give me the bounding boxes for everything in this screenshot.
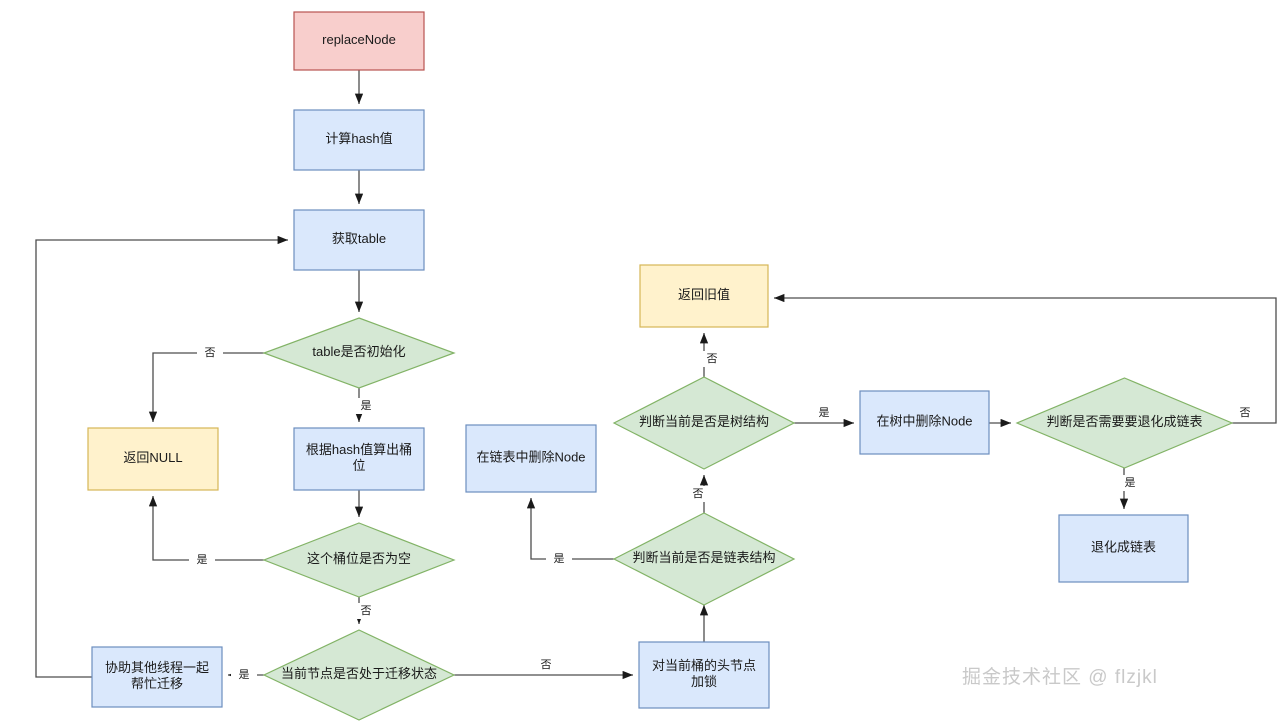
process-shape — [293, 209, 425, 271]
decision-shape — [612, 512, 796, 606]
edge-label-d_istree-retold: 否 — [707, 353, 718, 365]
node-d_moving[interactable]: 当前节点是否处于迁移状态 — [262, 629, 456, 721]
edge-label-d_init-bucket: 是 — [361, 399, 372, 412]
decision-shape — [262, 522, 456, 598]
node-bucket[interactable]: 根据hash值算出桶位 — [293, 427, 425, 491]
node-label: table是否初始化 — [312, 344, 405, 359]
process-shape — [293, 109, 425, 171]
node-label: 在树中删除Node — [876, 414, 972, 429]
node-label: 协助其他线程一起帮忙迁移 — [105, 660, 209, 691]
edge-label-halo — [353, 398, 379, 414]
node-label: 获取table — [332, 231, 386, 246]
node-label: 根据hash值算出桶位 — [306, 442, 412, 473]
node-label: 计算hash值 — [325, 131, 392, 146]
edge-d_init-to-retnull — [148, 352, 264, 422]
edge-label-d_islist-dellist: 是 — [554, 552, 565, 565]
node-deltree[interactable]: 在树中删除Node — [859, 390, 990, 455]
process-shape — [465, 424, 597, 493]
node-d_islist[interactable]: 判断当前是否是链表结构 — [612, 512, 796, 606]
process-shape — [1058, 514, 1189, 583]
edge-label-halo — [811, 405, 837, 421]
edge-label-d_untree-untree: 是 — [1125, 476, 1136, 489]
edge-label-d_istree-deltree: 是 — [819, 406, 830, 419]
terminal-shape — [87, 427, 219, 491]
node-start[interactable]: replaceNode — [293, 11, 425, 71]
edge-label-d_moving-locknode: 否 — [541, 659, 552, 671]
edge-label-halo — [353, 603, 379, 619]
process-shape — [638, 641, 770, 709]
edge-label-halo — [1232, 405, 1258, 421]
edge-label-d_moving-helpmove: 是 — [239, 668, 250, 681]
process-shape — [859, 390, 990, 455]
edge-label-halo — [685, 486, 711, 502]
node-retnull[interactable]: 返回NULL — [87, 427, 219, 491]
node-label: 对当前桶的头节点加锁 — [652, 658, 756, 689]
node-label: 判断当前是否是链表结构 — [632, 550, 775, 565]
node-locknode[interactable]: 对当前桶的头节点加锁 — [638, 641, 770, 709]
node-label: 这个桶位是否为空 — [307, 551, 411, 566]
edge-label-d_untree-retold: 否 — [1240, 407, 1251, 419]
edge-label-halo — [197, 345, 223, 361]
edge-label-d_empty-d_moving: 否 — [361, 605, 372, 617]
edge-d_islist-to-dellist — [526, 498, 614, 560]
process-shape — [91, 646, 223, 708]
edge-label-halo — [1117, 475, 1143, 491]
node-d_istree[interactable]: 判断当前是否是树结构 — [612, 376, 796, 470]
edge-label-d_islist-d_istree: 否 — [693, 488, 704, 500]
edge-label-d_empty-retnull: 是 — [197, 553, 208, 566]
node-label: replaceNode — [322, 32, 396, 47]
node-d_untree[interactable]: 判断是否需要要退化成链表 — [1015, 377, 1234, 469]
decision-shape — [612, 376, 796, 470]
terminal-shape — [639, 264, 769, 328]
node-gettable[interactable]: 获取table — [293, 209, 425, 271]
watermark: 掘金技术社区 @ flzjkl — [962, 667, 1158, 688]
node-retold[interactable]: 返回旧值 — [639, 264, 769, 328]
node-label: 在链表中删除Node — [476, 450, 585, 465]
edge-d_untree-to-retold — [774, 293, 1277, 424]
decision-shape — [262, 629, 456, 721]
start-shape — [293, 11, 425, 71]
node-dellist[interactable]: 在链表中删除Node — [465, 424, 597, 493]
node-hash[interactable]: 计算hash值 — [293, 109, 425, 171]
node-d_empty[interactable]: 这个桶位是否为空 — [262, 522, 456, 598]
edge-layer — [35, 70, 1277, 680]
node-label: 当前节点是否处于迁移状态 — [281, 666, 437, 681]
process-shape — [293, 427, 425, 491]
edge-helpmove-to-gettable — [35, 235, 288, 678]
edge-label-halo — [546, 551, 572, 567]
edge-label-halo — [699, 351, 725, 367]
edge-label-halo — [189, 552, 215, 568]
edge-d_empty-to-retnull — [148, 496, 264, 561]
node-untree[interactable]: 退化成链表 — [1058, 514, 1189, 583]
edge-label-halo — [231, 667, 257, 683]
edge-label-d_init-retnull: 否 — [205, 347, 216, 359]
node-helpmove[interactable]: 协助其他线程一起帮忙迁移 — [91, 646, 223, 708]
node-label: 返回NULL — [123, 450, 182, 465]
node-label: 返回旧值 — [678, 287, 730, 302]
node-label: 退化成链表 — [1091, 540, 1156, 555]
node-label: 判断是否需要要退化成链表 — [1046, 414, 1202, 429]
node-d_init[interactable]: table是否初始化 — [262, 317, 456, 389]
edge-label-halo — [533, 657, 559, 673]
decision-shape — [262, 317, 456, 389]
node-label: 判断当前是否是树结构 — [639, 414, 769, 429]
decision-shape — [1015, 377, 1234, 469]
